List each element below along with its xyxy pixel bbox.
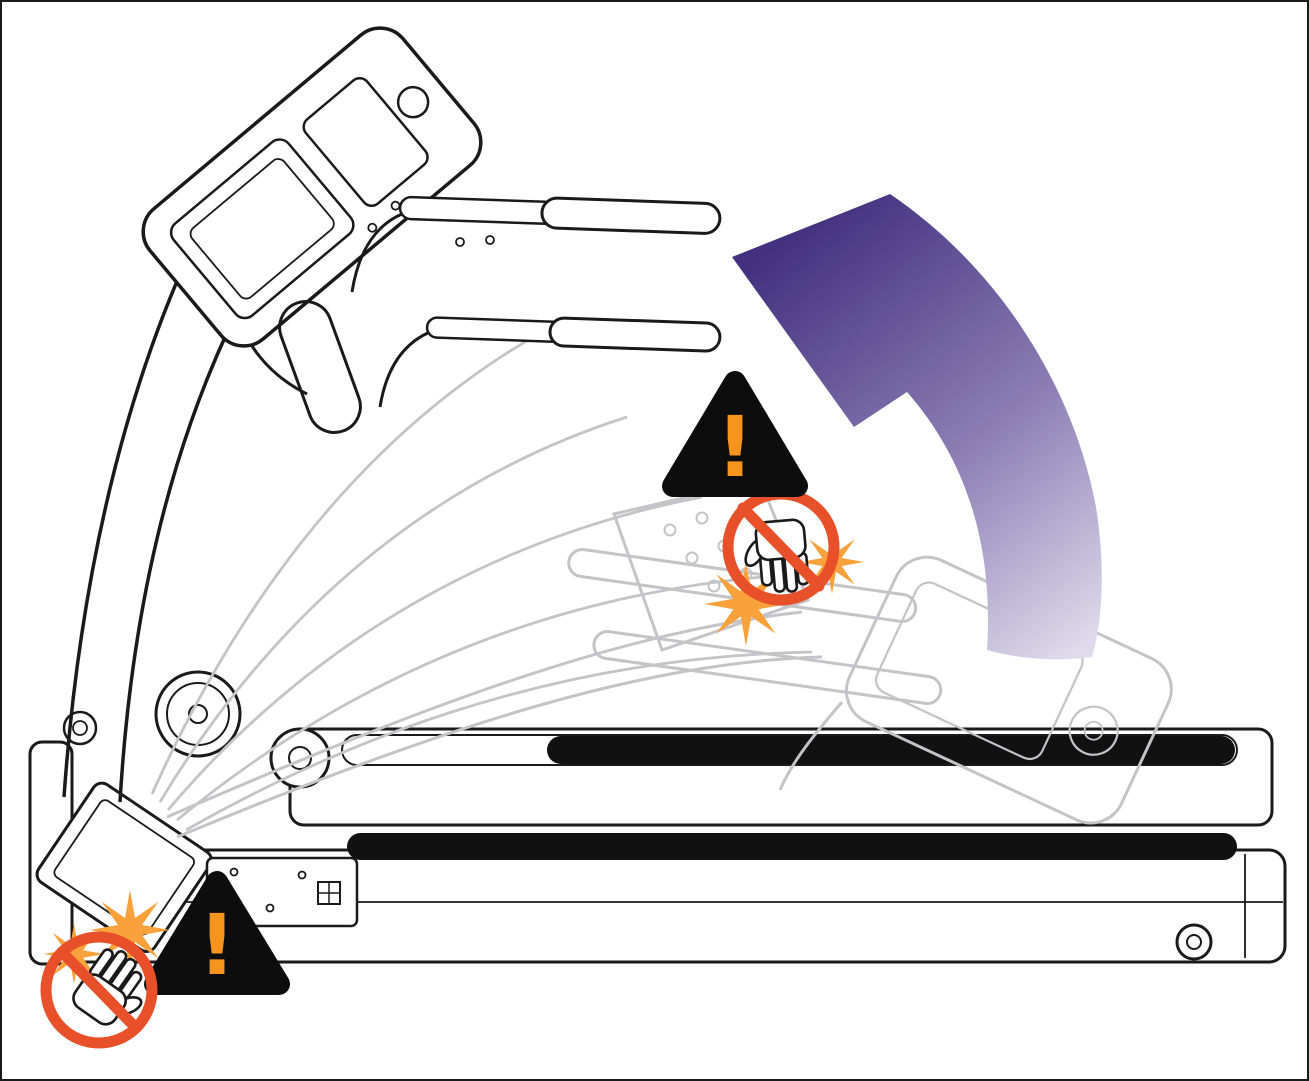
motion-arc — [166, 495, 703, 811]
warning-exclamation: ! — [198, 896, 236, 994]
motion-arc — [176, 575, 763, 822]
pinch-hazard-lower — [40, 890, 170, 1049]
fold-direction-arrow — [732, 194, 1102, 660]
warning-triangle-icon — [144, 871, 290, 995]
handlebar-lower — [378, 316, 722, 408]
prohibition-slash — [737, 502, 825, 592]
console-tablet-holder — [302, 76, 429, 208]
motion-trail-arcs — [150, 330, 813, 832]
handle-loop — [278, 300, 362, 434]
ghost-mast — [176, 655, 823, 839]
ghost-support-leg — [778, 701, 844, 791]
console-head — [141, 26, 483, 348]
treadmill-deck — [28, 670, 1287, 966]
power-inlet-icon — [317, 881, 341, 905]
motion-arc — [150, 330, 543, 795]
warning-exclamation: ! — [716, 398, 754, 496]
motion-arc — [158, 415, 628, 803]
prohibition-slash — [56, 946, 142, 1034]
deck-side-rail-strip-top — [547, 736, 1235, 764]
console-assembly-upright — [62, 26, 722, 803]
motor-hood — [35, 781, 213, 953]
warning-triangle-lower: ! — [144, 871, 290, 995]
warning-triangle-upper: ! — [662, 371, 808, 497]
deck-side-rail-strip-bottom — [347, 833, 1237, 860]
pinch-hazard-upper — [704, 488, 864, 646]
warning-triangle-icon — [662, 371, 808, 497]
prohibition-circle-icon — [40, 931, 158, 1049]
ghost-handlebar-lower — [592, 630, 943, 706]
handlebar-upper — [350, 195, 722, 293]
motion-arc — [185, 650, 813, 832]
console-screen — [169, 138, 355, 320]
